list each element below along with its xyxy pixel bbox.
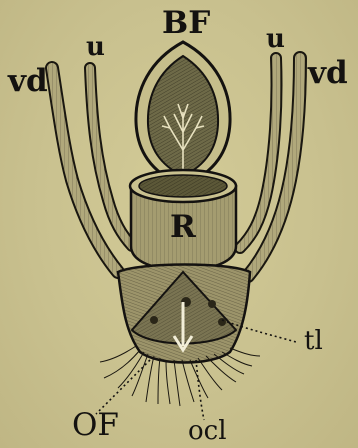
label-u-left: u	[86, 34, 105, 60]
right-u-tube	[240, 58, 277, 248]
label-vd-left: vd	[8, 66, 48, 97]
of-leader	[96, 360, 150, 414]
dot-left	[150, 316, 158, 324]
ocl-leader	[196, 360, 204, 420]
dot-right-lower	[218, 318, 226, 326]
label-vd-right: vd	[308, 58, 348, 89]
label-ocl: ocl	[188, 418, 227, 444]
label-tl: tl	[304, 328, 323, 354]
dot-right-upper	[208, 300, 216, 308]
bf-body	[136, 42, 230, 186]
label-r: R	[170, 212, 196, 243]
left-vas-deferens	[52, 68, 118, 272]
label-bf: BF	[162, 8, 210, 39]
left-u-tube	[90, 68, 132, 246]
label-of: OF	[72, 410, 119, 441]
label-u-right: u	[266, 26, 285, 52]
